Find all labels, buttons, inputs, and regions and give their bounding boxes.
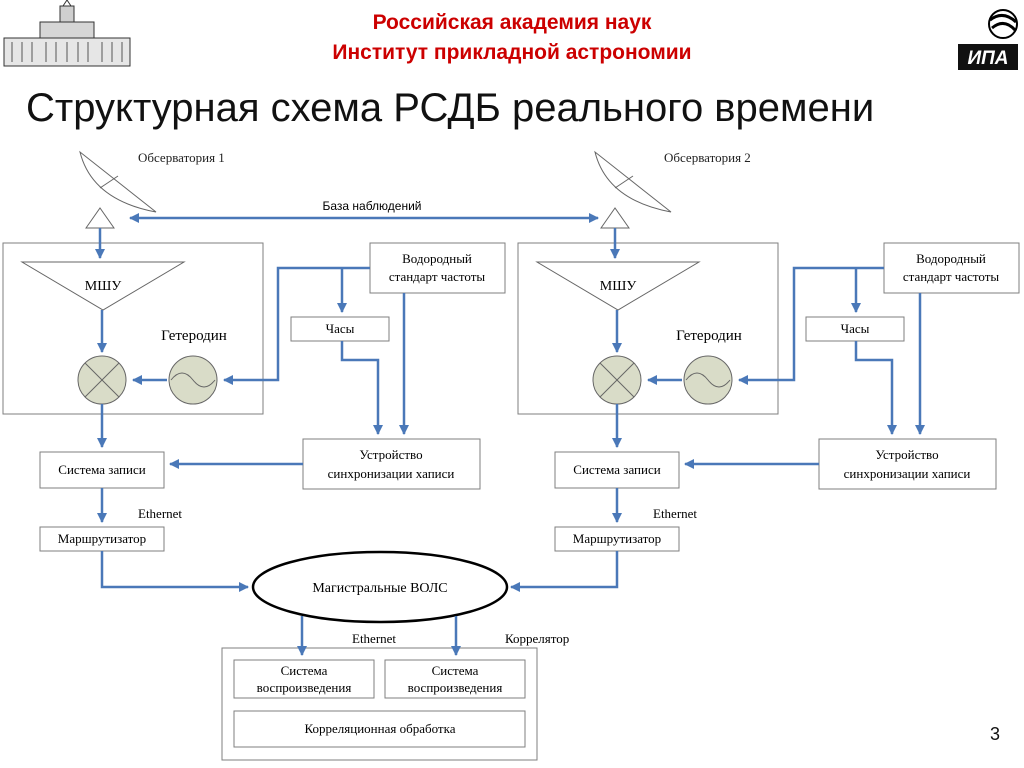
correlator-box (221, 647, 538, 761)
recording-system-1 (39, 451, 165, 489)
building-logo (3, 0, 131, 67)
backbone-ellipse (251, 550, 509, 624)
ethernet-2-label: Ethernet (653, 506, 697, 521)
sync-2-line1: Устройство (875, 447, 938, 462)
hydrogen-1-line2: стандарт частоты (389, 269, 486, 284)
heterodyne-2-label: Гетеродин (676, 328, 742, 344)
correlation-processing (233, 710, 526, 748)
recording-2-label: Система записи (573, 462, 660, 477)
mixer-1-icon (77, 355, 127, 405)
hydrogen-standard-1 (369, 242, 506, 294)
page-title: Структурная схема РСДБ реального времени (26, 86, 875, 130)
playback-1-line2: воспроизведения (257, 680, 352, 695)
station-1: Обсерватория 1 МШУ Гетеродин Водородный … (2, 150, 506, 592)
correlation-processing-label: Корреляционная обработка (305, 721, 456, 736)
router-2-label: Маршрутизатор (573, 531, 661, 546)
heterodyne-1-label: Гетеродин (161, 328, 227, 344)
recording-system-2 (554, 451, 680, 489)
receiver-box-2 (517, 242, 779, 415)
station-1-arrows (95, 228, 409, 592)
clock-2 (805, 316, 905, 342)
backbone-label: Магистральные ВОЛС (312, 581, 447, 596)
clock-1-label: Часы (326, 321, 355, 336)
router-2 (554, 526, 680, 552)
router-1 (39, 526, 165, 552)
playback-system-1 (233, 659, 375, 699)
baseline-label: База наблюдений (322, 199, 421, 213)
lna-1-label: МШУ (85, 279, 122, 294)
org-name-line2: Институт прикладной астрономии (332, 41, 692, 64)
station-2-arrows (510, 228, 925, 592)
sync-2-line2: синхронизации хаписи (844, 466, 971, 481)
oscillator-1-icon (168, 355, 218, 405)
org-name-line1: Российская академия наук (372, 11, 652, 34)
lna-2-label: МШУ (600, 279, 637, 294)
playback-2-line2: воспроизведения (408, 680, 503, 695)
ipa-logo-text: ИПА (967, 48, 1008, 69)
router-1-label: Маршрутизатор (58, 531, 146, 546)
lna-2 (535, 261, 701, 311)
observatory-2-label: Обсерватория 2 (664, 150, 751, 165)
sync-1-line1: Устройство (359, 447, 422, 462)
correlator-label: Коррелятор (505, 631, 569, 646)
correlator: Ethernet Коррелятор Система воспроизведе… (221, 616, 569, 761)
clock-1 (290, 316, 390, 342)
mixer-2-icon (592, 355, 642, 405)
receiver-box-1 (2, 242, 264, 415)
ethernet-1-label: Ethernet (138, 506, 182, 521)
observatory-1-label: Обсерватория 1 (138, 150, 225, 165)
lna-1 (20, 261, 186, 311)
station-2: Обсерватория 2 МШУ Гетеродин Водородный … (510, 150, 1020, 592)
hydrogen-standard-2 (883, 242, 1020, 294)
antenna-1-icon (79, 150, 157, 229)
recording-1-label: Система записи (58, 462, 145, 477)
hydrogen-2-line1: Водородный (916, 251, 986, 266)
playback-1-line1: Система (281, 663, 328, 678)
sync-device-1 (302, 438, 481, 490)
hydrogen-1-line1: Водородный (402, 251, 472, 266)
page-number: 3 (989, 724, 1000, 744)
hydrogen-2-line2: стандарт частоты (903, 269, 1000, 284)
ipa-logo: ИПА (958, 9, 1018, 70)
playback-2-line1: Система (432, 663, 479, 678)
sync-1-line2: синхронизации хаписи (328, 466, 455, 481)
oscillator-2-icon (683, 355, 733, 405)
playback-system-2 (384, 659, 526, 699)
correlator-arrows (297, 616, 461, 656)
antenna-2-icon (594, 150, 672, 229)
clock-2-label: Часы (841, 321, 870, 336)
correlator-ethernet-label: Ethernet (352, 631, 396, 646)
